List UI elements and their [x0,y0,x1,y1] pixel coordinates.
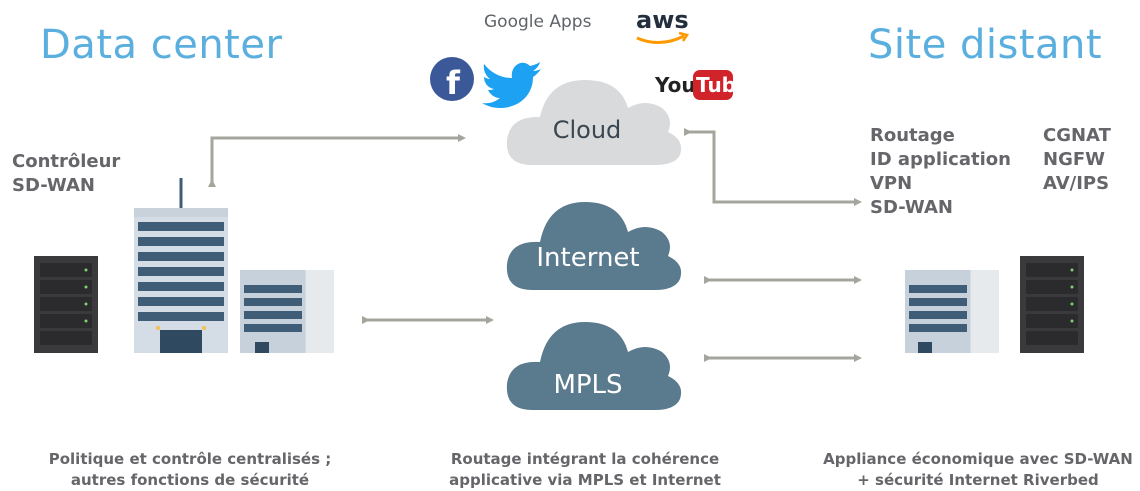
controller-label-line2: SD-WAN [12,175,95,196]
feature-id-application: ID application [870,149,1011,170]
aws-logo: aws [636,6,690,44]
caption-center: Routage intégrant la cohérence applicati… [435,449,735,491]
server-rack-left [34,256,98,353]
mpls-label: MPLS [553,370,622,400]
twitter-icon [482,62,541,108]
datacenter-annex [240,270,334,353]
controller-label-line1: Contrôleur [12,151,121,172]
server-rack-right [1020,256,1084,353]
svg-text:You: You [654,73,696,97]
features-list-2: CGNAT NGFW AV/IPS [1043,124,1111,196]
feature-routage: Routage [870,125,955,146]
feature-ngfw: NGFW [1043,149,1105,170]
feature-cgnat: CGNAT [1043,125,1111,146]
features-list-1: Routage ID application VPN SD-WAN [870,124,1011,220]
caption-center-line1: Routage intégrant la cohérence [450,450,720,468]
mpls-cloud: MPLS [506,322,682,410]
google-apps-text: Google Apps [484,12,592,32]
cloud-label: Cloud [553,116,622,144]
cloud-cloud: Cloud [506,80,682,165]
internet-cloud: Internet [506,202,682,290]
caption-left-line1: Politique et contrôle centralisés ; [48,450,332,468]
connection-arrows [208,128,862,362]
youtube-logo: You Tube [654,70,750,100]
svg-text:Tube: Tube [696,73,750,97]
internet-label: Internet [536,243,639,273]
datacenter-tower [134,178,228,353]
remote-site-building [905,270,999,353]
caption-right-line2: + sécurité Internet Riverbed [857,471,1099,489]
caption-center-line2: applicative via MPLS et Internet [449,471,721,489]
title-site-distant: Site distant [868,22,1103,68]
facebook-icon: f [430,57,474,102]
caption-right: Appliance économique avec SD-WAN + sécur… [818,449,1138,491]
controller-label: Contrôleur SD-WAN [12,150,120,198]
feature-sd-wan: SD-WAN [870,197,953,218]
arrow-cloud-remote [684,128,862,206]
facebook-letter: f [446,64,461,102]
feature-av-ips: AV/IPS [1043,173,1110,194]
google-apps-logo: Google Apps [484,12,592,32]
caption-right-line1: Appliance économique avec SD-WAN [823,450,1133,468]
caption-left: Politique et contrôle centralisés ; autr… [40,449,340,491]
caption-left-line2: autres fonctions de sécurité [70,471,310,489]
aws-text: aws [636,6,689,34]
arrow-controller-cloud [208,134,466,187]
feature-vpn: VPN [870,173,913,194]
title-data-center: Data center [40,22,283,68]
